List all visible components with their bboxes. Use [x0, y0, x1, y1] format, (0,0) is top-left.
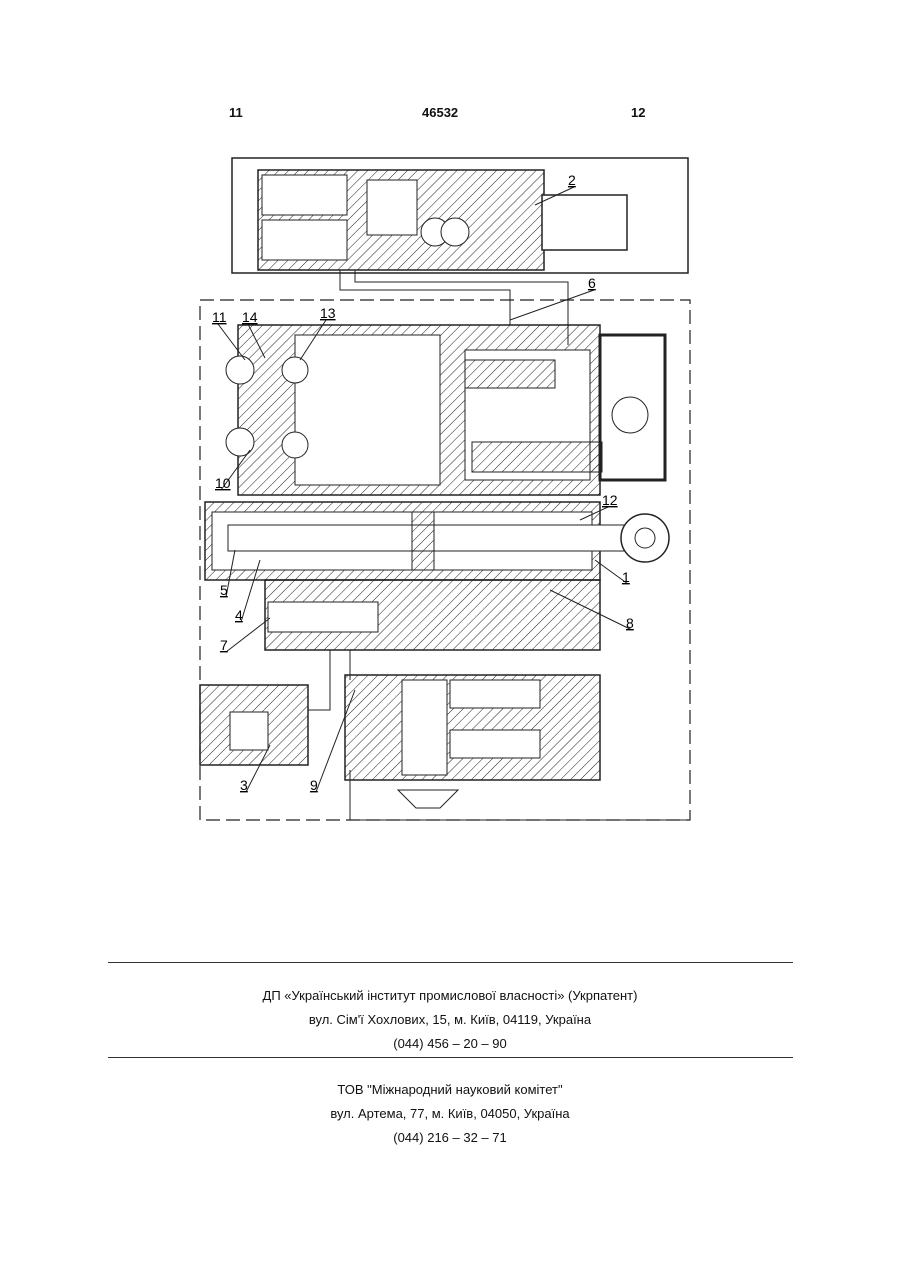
callout-label-2: 2 [568, 172, 576, 188]
pressure-valve [268, 602, 378, 632]
slide-valve-window [295, 335, 440, 485]
callout-label-11: 11 [212, 309, 227, 325]
sensor-dial [612, 397, 648, 433]
callout-label-6: 6 [588, 275, 596, 291]
callout-label-1: 1 [622, 569, 630, 585]
piston-upper [465, 360, 555, 388]
org1-address: вул. Сім'ї Хохлових, 15, м. Київ, 04119,… [0, 1012, 900, 1028]
org1-name: ДП «Український інститут промислової вла… [0, 988, 900, 1004]
callout-label-12: 12 [602, 492, 618, 508]
spring-valve-lower [450, 730, 540, 758]
motor-body [542, 195, 627, 250]
pump-gear-2 [441, 218, 469, 246]
callout-leader-7 [226, 618, 270, 652]
spring-valve-upper [450, 680, 540, 708]
pipe-4 [308, 650, 330, 710]
callout-label-3: 3 [240, 777, 248, 793]
callout-label-9: 9 [310, 777, 318, 793]
callout-label-4: 4 [235, 607, 243, 623]
piston-head [412, 512, 434, 570]
patent-number: 46532 [422, 105, 458, 120]
callout-label-14: 14 [242, 309, 258, 325]
callout-label-5: 5 [220, 582, 228, 598]
piston-rod [228, 525, 648, 551]
footer-rule-top [108, 962, 793, 963]
page-number-right: 12 [631, 105, 645, 120]
callout-label-13: 13 [320, 305, 336, 321]
org2-phone: (044) 216 – 32 – 71 [0, 1130, 900, 1146]
left-valve-lower [226, 428, 254, 456]
spool-slot [402, 680, 447, 775]
filter-block-lower [262, 220, 347, 260]
technical-drawing: 1234567891011121314 [190, 150, 700, 830]
foot-handwheel [398, 790, 458, 808]
callout-label-8: 8 [626, 615, 634, 631]
callout-label-10: 10 [215, 475, 231, 491]
footer-rule-middle [108, 1057, 793, 1058]
valve-window [367, 180, 417, 235]
callout-label-7: 7 [220, 637, 228, 653]
filter-block [262, 175, 347, 215]
pipe-1 [340, 270, 510, 325]
rod-eye-hole [635, 528, 655, 548]
left-valve-upper [226, 356, 254, 384]
page-number-left: 11 [229, 105, 243, 120]
org2-address: вул. Артема, 77, м. Київ, 04050, Україна [0, 1106, 900, 1122]
check-ball-lower [282, 432, 308, 458]
callout-leader-6 [510, 290, 594, 320]
handwheel-valve [230, 712, 268, 750]
check-ball-upper [282, 357, 308, 383]
org2-name: ТОВ "Міжнародний науковий комітет" [0, 1082, 900, 1098]
org1-phone: (044) 456 – 20 – 90 [0, 1036, 900, 1052]
piston-lower [472, 442, 602, 472]
